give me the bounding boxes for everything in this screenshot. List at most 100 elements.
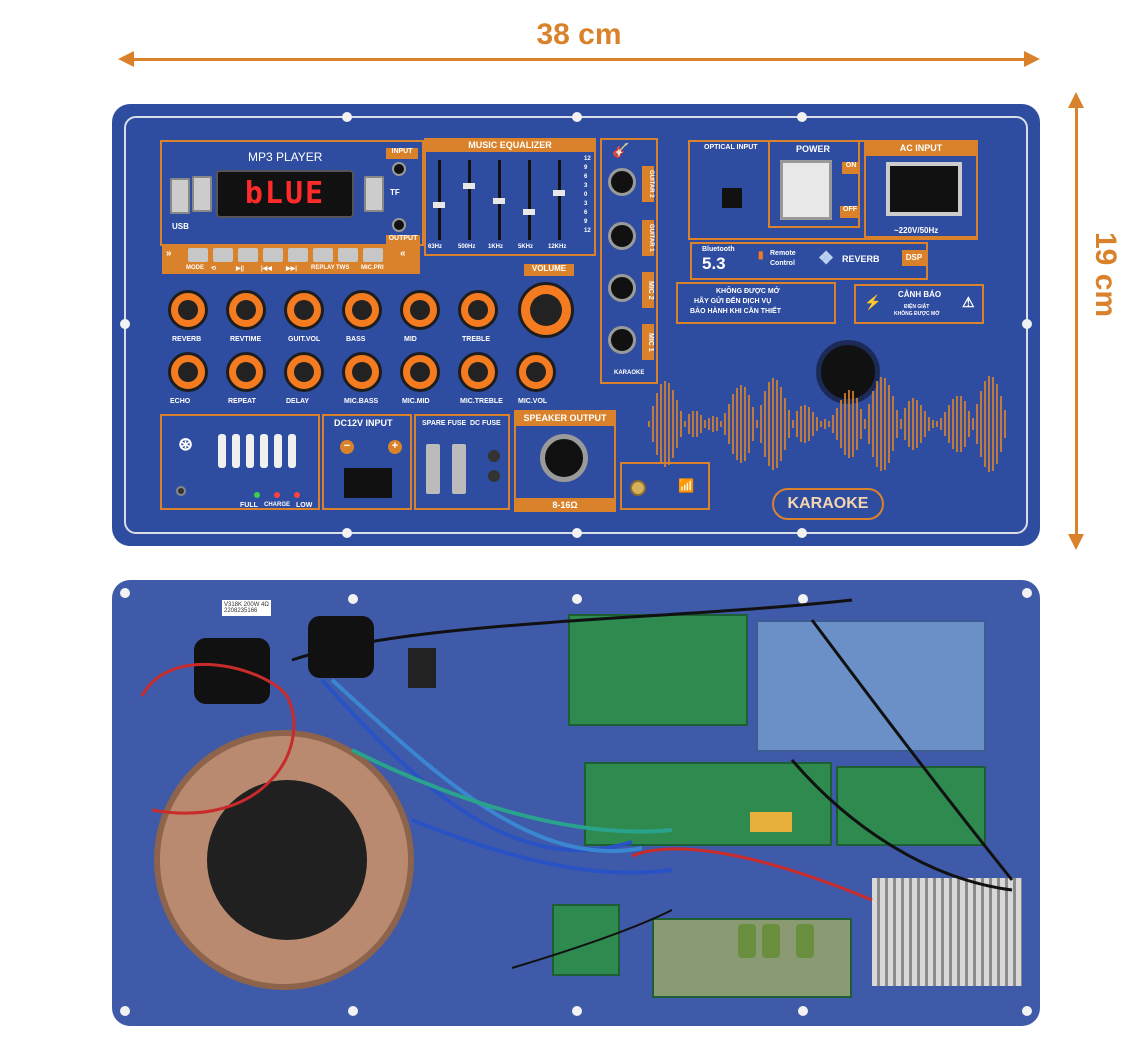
mp3-button[interactable] — [338, 248, 358, 262]
dc-input-title: DC12V INPUT — [334, 418, 393, 428]
dc-minus: − — [340, 440, 354, 454]
wave-bar — [816, 417, 818, 431]
eq-slider-5KHz[interactable] — [523, 209, 535, 216]
wave-bar — [924, 411, 926, 437]
eq-slider-track — [468, 160, 471, 240]
eq-scale-label: 6 — [584, 174, 588, 180]
knob-label: ECHO — [170, 398, 191, 405]
wave-bar — [888, 385, 890, 463]
guitar-1-jack[interactable] — [608, 222, 636, 250]
knob[interactable] — [284, 352, 324, 392]
dc-plus: + — [388, 440, 402, 454]
input-jack[interactable] — [392, 162, 406, 176]
equalizer-title: MUSIC EQUALIZER — [424, 138, 596, 152]
wave-bar — [688, 413, 690, 435]
wave-bar — [904, 407, 906, 440]
wave-bar — [916, 400, 918, 448]
knob-label: GUIT.VOL — [288, 336, 321, 343]
pcb-board-1 — [568, 614, 748, 726]
dc-terminal[interactable] — [344, 468, 392, 498]
heatsink — [872, 878, 1022, 986]
knob[interactable] — [516, 352, 556, 392]
eq-slider-12KHz[interactable] — [553, 190, 565, 197]
wave-bar — [980, 390, 982, 458]
usb-port[interactable] — [170, 178, 190, 214]
dc-fuse[interactable] — [452, 444, 466, 494]
mp3-button[interactable] — [363, 248, 383, 262]
notice-line2: HÃY GỬI ĐẾN DỊCH VỤ — [694, 298, 772, 305]
wave-bar — [900, 418, 902, 430]
warning-icon: ⚠ — [962, 294, 975, 310]
wave-bar — [716, 416, 718, 432]
eq-band-label: 5KHz — [518, 244, 534, 250]
knob-label: REPEAT — [228, 398, 256, 405]
usb-port-2[interactable] — [192, 176, 212, 212]
spare-fuse[interactable] — [426, 444, 440, 494]
wave-bar — [908, 400, 910, 448]
knob[interactable] — [400, 290, 440, 330]
wave-bar — [744, 387, 746, 461]
eq-scale-label: 3 — [584, 201, 588, 207]
guitar-2-jack[interactable] — [608, 168, 636, 196]
wave-bar — [856, 397, 858, 450]
fuse-frame — [414, 414, 510, 510]
knob[interactable] — [226, 352, 266, 392]
mic-2-jack[interactable] — [608, 274, 636, 302]
eq-band-label: 63Hz — [428, 244, 443, 250]
antenna-connector[interactable] — [630, 480, 646, 496]
wave-bar — [940, 417, 942, 431]
eq-slider-63Hz[interactable] — [433, 201, 445, 208]
mp3-button[interactable] — [263, 248, 283, 262]
knob[interactable] — [226, 290, 266, 330]
height-dimension: 19 cm — [1060, 92, 1122, 550]
knob[interactable] — [168, 352, 208, 392]
knob[interactable] — [168, 290, 208, 330]
wave-bar — [748, 395, 750, 453]
antenna-frame — [620, 462, 710, 510]
wave-bar — [820, 420, 822, 428]
front-panel: MP3 PLAYER USB bLUE TF INPUT OUTPUT » « … — [112, 104, 1040, 546]
output-jack[interactable] — [392, 218, 406, 232]
mp3-button-label: TWS — [336, 265, 350, 271]
wave-bar — [668, 383, 670, 465]
eq-slider-500Hz[interactable] — [463, 182, 475, 189]
eq-slider-1KHz[interactable] — [493, 198, 505, 204]
screw-hole — [797, 528, 807, 538]
mp3-button[interactable] — [238, 248, 258, 262]
speaker-output-jack[interactable] — [540, 434, 588, 482]
knob[interactable] — [342, 290, 382, 330]
screw-hole — [798, 594, 808, 604]
height-label: 19 cm — [1089, 232, 1122, 318]
notice-frame — [676, 282, 836, 324]
jack-panel-frame — [600, 138, 658, 384]
ac-socket[interactable] — [886, 162, 962, 216]
warning-title: CẢNH BÁO — [898, 290, 942, 299]
wave-bar — [676, 400, 678, 448]
mp3-button[interactable] — [313, 248, 333, 262]
full-label: FULL — [240, 502, 258, 509]
wave-bar — [660, 384, 662, 464]
mp3-button[interactable] — [288, 248, 308, 262]
mic-1-jack[interactable] — [608, 326, 636, 354]
wave-bar — [948, 405, 950, 443]
knob[interactable] — [284, 290, 324, 330]
usb-port-3[interactable] — [364, 176, 384, 212]
knob-label: MIC.TREBLE — [460, 398, 503, 405]
screw-hole — [348, 594, 358, 604]
knob[interactable] — [458, 352, 498, 392]
wave-bar — [764, 391, 766, 457]
notice-line1: KHÔNG ĐƯỢC MỞ — [716, 288, 780, 295]
knob[interactable] — [342, 352, 382, 392]
volume-knob[interactable] — [518, 282, 574, 338]
eq-slider-track — [528, 160, 531, 240]
screw-hole — [1022, 588, 1032, 598]
knob[interactable] — [458, 290, 498, 330]
knob[interactable] — [400, 352, 440, 392]
wave-bar — [724, 412, 726, 435]
mp3-button[interactable] — [213, 248, 233, 262]
wave-bar — [824, 419, 826, 429]
power-switch[interactable] — [780, 160, 832, 220]
dc-input-frame — [322, 414, 412, 510]
optical-port[interactable] — [722, 188, 742, 208]
mp3-button[interactable] — [188, 248, 208, 262]
